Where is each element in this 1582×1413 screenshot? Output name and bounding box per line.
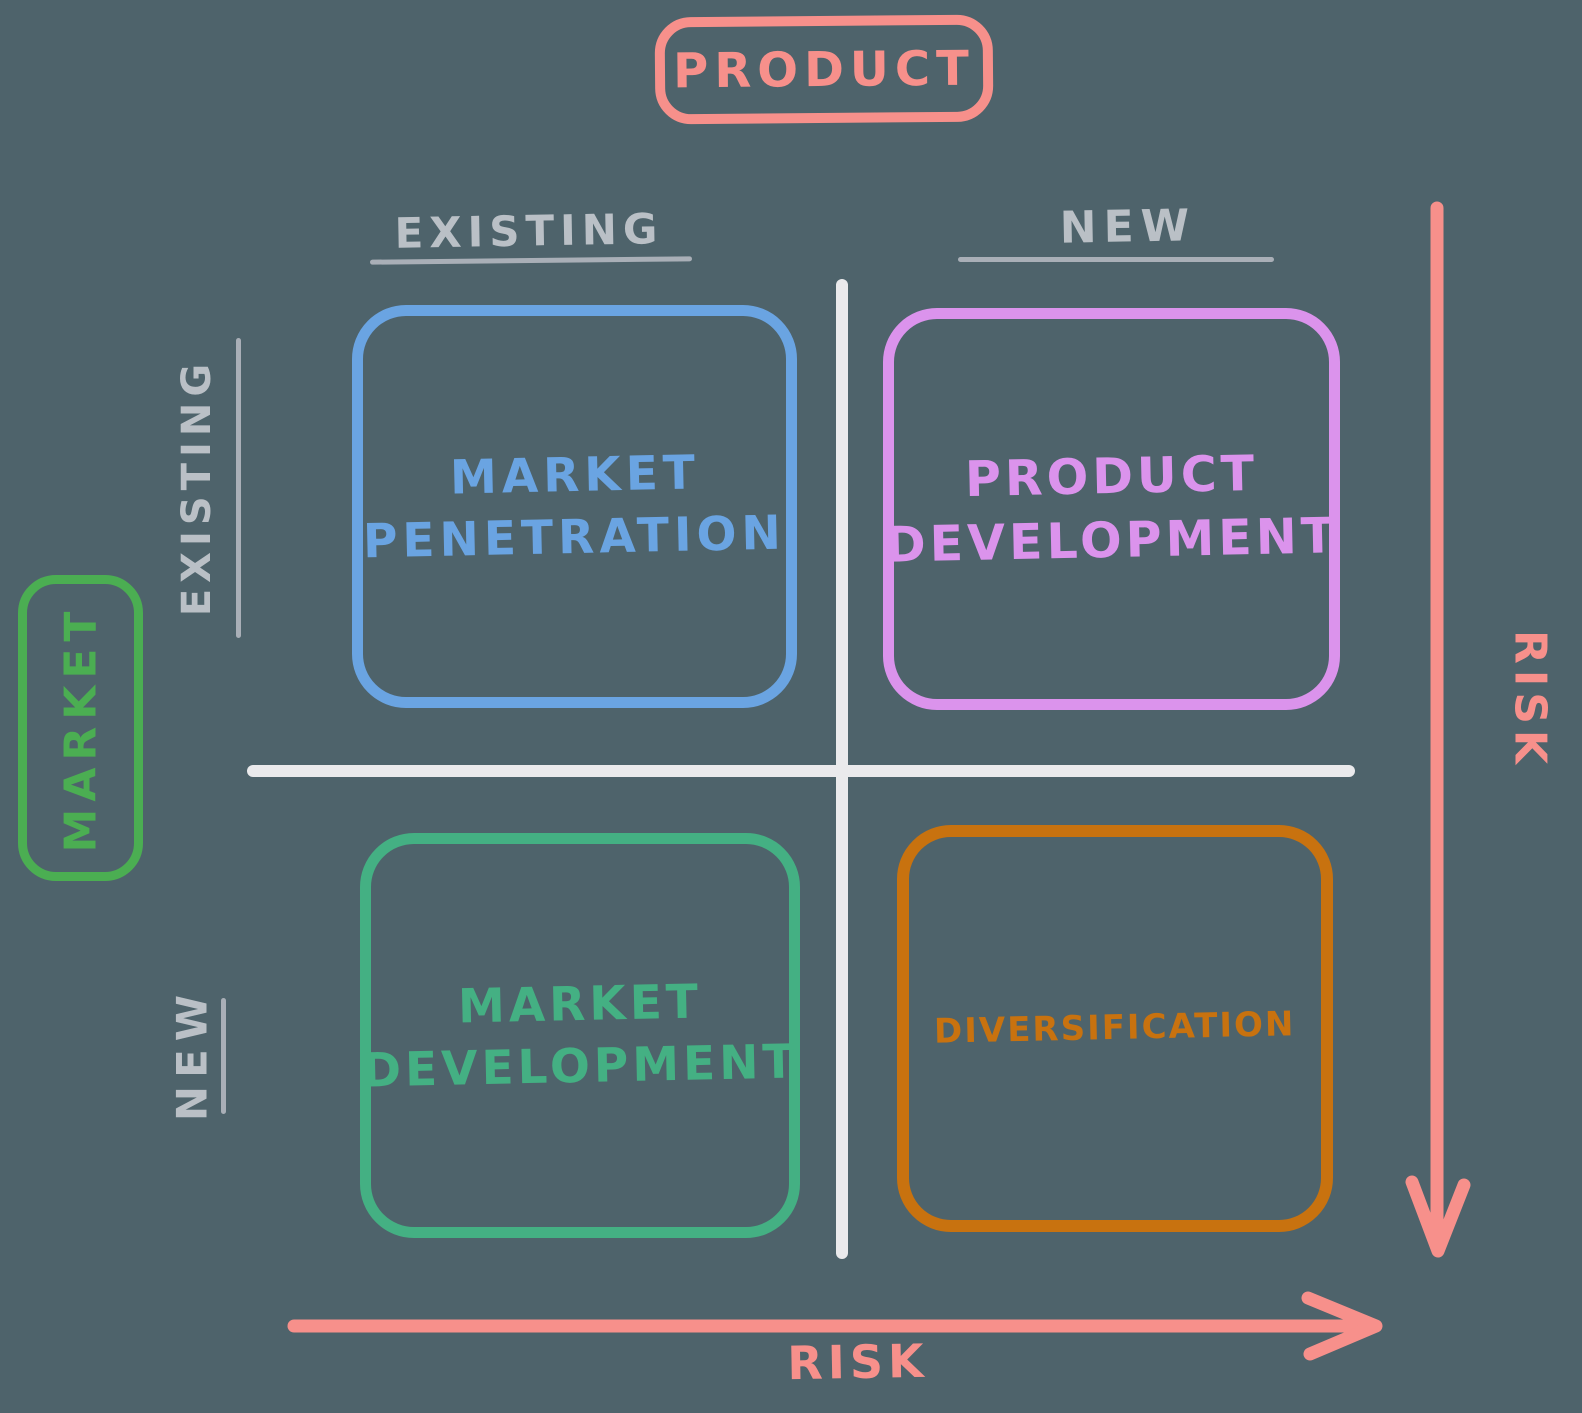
quadrant-product-development: PRODUCT DEVELOPMENT	[883, 308, 1340, 710]
product-axis-label: PRODUCT	[672, 40, 976, 99]
market-axis-label: MARKET	[55, 604, 107, 852]
product-development-label-line2: DEVELOPMENT	[884, 507, 1339, 574]
quadrant-diversification: DIVERSIFICATION	[897, 825, 1333, 1232]
market-development-label-line1: MARKET	[457, 974, 703, 1035]
market-penetration-label-line1: MARKET	[448, 445, 701, 507]
column-header-existing-underline	[369, 256, 693, 265]
risk-arrow-right-icon	[287, 1291, 1383, 1361]
column-header-new: NEW	[1059, 200, 1197, 254]
quadrant-market-penetration: MARKET PENETRATION	[352, 305, 797, 708]
column-header-existing: EXISTING	[394, 204, 664, 258]
column-header-new-underline	[958, 257, 1274, 262]
product-axis-box: PRODUCT	[654, 14, 994, 125]
risk-arrow-down-icon	[1405, 201, 1471, 1258]
market-development-label-line2: DEVELOPMENT	[361, 1033, 799, 1099]
product-development-label-line1: PRODUCT	[964, 445, 1259, 509]
risk-axis-label-right: RISK	[1504, 629, 1556, 771]
market-axis-box: MARKET	[18, 575, 143, 881]
row-header-existing-underline	[236, 338, 241, 638]
row-header-new-underline	[221, 998, 226, 1114]
market-penetration-label-line2: PENETRATION	[362, 505, 787, 569]
quadrant-market-development: MARKET DEVELOPMENT	[360, 833, 800, 1238]
row-header-existing: EXISTING	[174, 357, 220, 617]
horizontal-divider-line	[247, 765, 1355, 777]
risk-axis-label-bottom: RISK	[786, 1333, 930, 1391]
row-header-new: NEW	[167, 986, 217, 1122]
diversification-label: DIVERSIFICATION	[933, 1004, 1297, 1053]
